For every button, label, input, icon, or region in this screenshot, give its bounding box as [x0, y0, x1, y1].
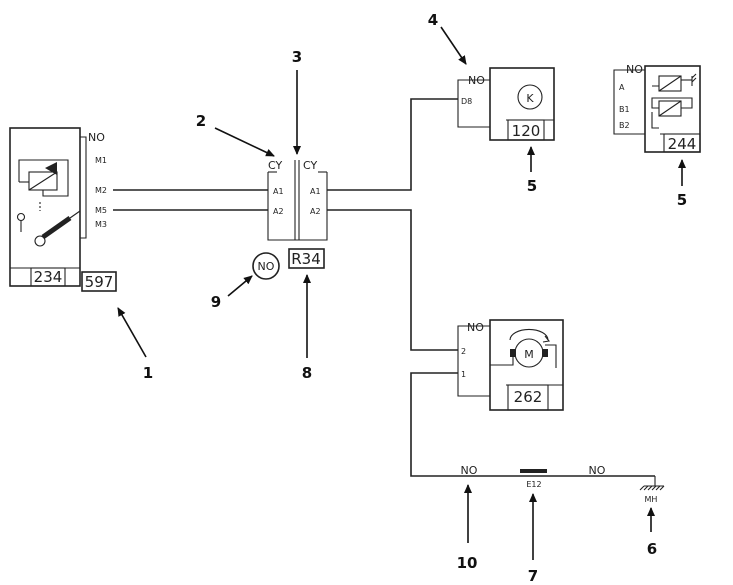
ground-circuit: NO E12 NO MH [410, 372, 665, 504]
switch-contact-icon [16, 202, 81, 247]
component-120-pin-d8: D8 [461, 97, 472, 106]
component-244-connector [613, 69, 645, 135]
component-234-code: 234 [34, 268, 63, 286]
splice-right-pin-a2: A2 [310, 207, 321, 216]
sensor-element-icon [651, 73, 697, 129]
component-262-code-box [507, 384, 549, 411]
component-234-pin-m1: M1 [95, 156, 107, 165]
splice-left-label: CY [268, 159, 282, 172]
callout-4-arrow [440, 26, 467, 65]
wires-splice-to-right [327, 98, 458, 351]
splice-body [267, 172, 328, 241]
ground-wire-left-label: NO [461, 464, 478, 477]
component-244-code: 244 [668, 135, 697, 153]
relay-k-icon [517, 84, 543, 110]
component-234-pin-bracket [80, 136, 87, 239]
ground-point-label: MH [645, 495, 658, 504]
callout-4: 4 [428, 11, 438, 29]
component-234-code-box [30, 267, 66, 287]
ground-icon [639, 476, 665, 491]
relay-coil-icon [18, 159, 69, 197]
wires-234-to-splice [113, 189, 268, 211]
splice-right-pin-a1: A1 [310, 187, 321, 196]
ground-splice-label: E12 [526, 480, 541, 489]
component-120-code: 120 [512, 122, 541, 140]
component-234-pin-m2: M2 [95, 186, 107, 195]
component-244-pin-a: A [619, 83, 625, 92]
callout-6: 6 [647, 540, 657, 558]
splice-right-label: CY [303, 159, 317, 172]
component-244-pin-b2: B2 [619, 121, 630, 130]
component-262-connector-label: NO [467, 321, 484, 334]
component-262-code: 262 [514, 388, 543, 406]
callout-8: 8 [302, 364, 312, 382]
callout-5b: 5 [677, 191, 687, 209]
callout-9-arrow [227, 275, 253, 297]
component-597-code: 597 [85, 273, 114, 291]
component-120-symbol: K [526, 92, 534, 105]
component-120-code-box [507, 119, 545, 141]
callout-5a: 5 [527, 177, 537, 195]
component-262-symbol: M [524, 348, 534, 361]
splice-code-box [288, 248, 325, 269]
splice-left-pin-a1: A1 [273, 187, 284, 196]
splice-left-pin-a2: A2 [273, 207, 284, 216]
component-262-pin-1: 1 [461, 370, 466, 379]
callout-10: 10 [457, 554, 478, 572]
motor-icon [490, 328, 557, 368]
callout-2-arrow [214, 127, 275, 157]
callout-2: 2 [196, 112, 206, 130]
component-262-connector [457, 325, 490, 397]
component-244-code-box [663, 133, 701, 153]
callout-1: 1 [143, 364, 153, 382]
component-244-connector-label: NO [626, 63, 643, 76]
callout-7: 7 [528, 567, 538, 585]
component-262-pin-2: 2 [461, 347, 466, 356]
component-234-connector-label: NO [88, 131, 105, 144]
component-234-body [9, 127, 81, 287]
component-234-pin-m3: M3 [95, 220, 107, 229]
component-120: NO D8 K 120 [457, 67, 555, 141]
callout-3: 3 [292, 48, 302, 66]
component-120-connector-label: NO [468, 74, 485, 87]
component-234-pin-m5: M5 [95, 206, 107, 215]
component-244: NO A B1 B2 244 [613, 63, 701, 153]
component-597-code-box [81, 271, 117, 292]
component-262: NO 2 1 M 262 [457, 319, 564, 411]
component-120-connector [457, 79, 490, 128]
callouts: 1 2 3 4 5 5 9 8 10 7 6 [117, 11, 687, 585]
component-244-pin-b1: B1 [619, 105, 630, 114]
no-marker-label: NO [258, 260, 275, 273]
callout-1-arrow [117, 307, 147, 358]
no-marker-circle [252, 252, 280, 280]
ground-wire-right-label: NO [589, 464, 606, 477]
component-120-body [489, 67, 555, 141]
splice-r34: CY CY A1 A2 A1 A2 R34 NO [252, 159, 328, 280]
splice-code: R34 [291, 250, 321, 268]
component-234: NO M1 M2 M5 M3 234 597 [9, 127, 117, 292]
callout-9: 9 [211, 293, 221, 311]
